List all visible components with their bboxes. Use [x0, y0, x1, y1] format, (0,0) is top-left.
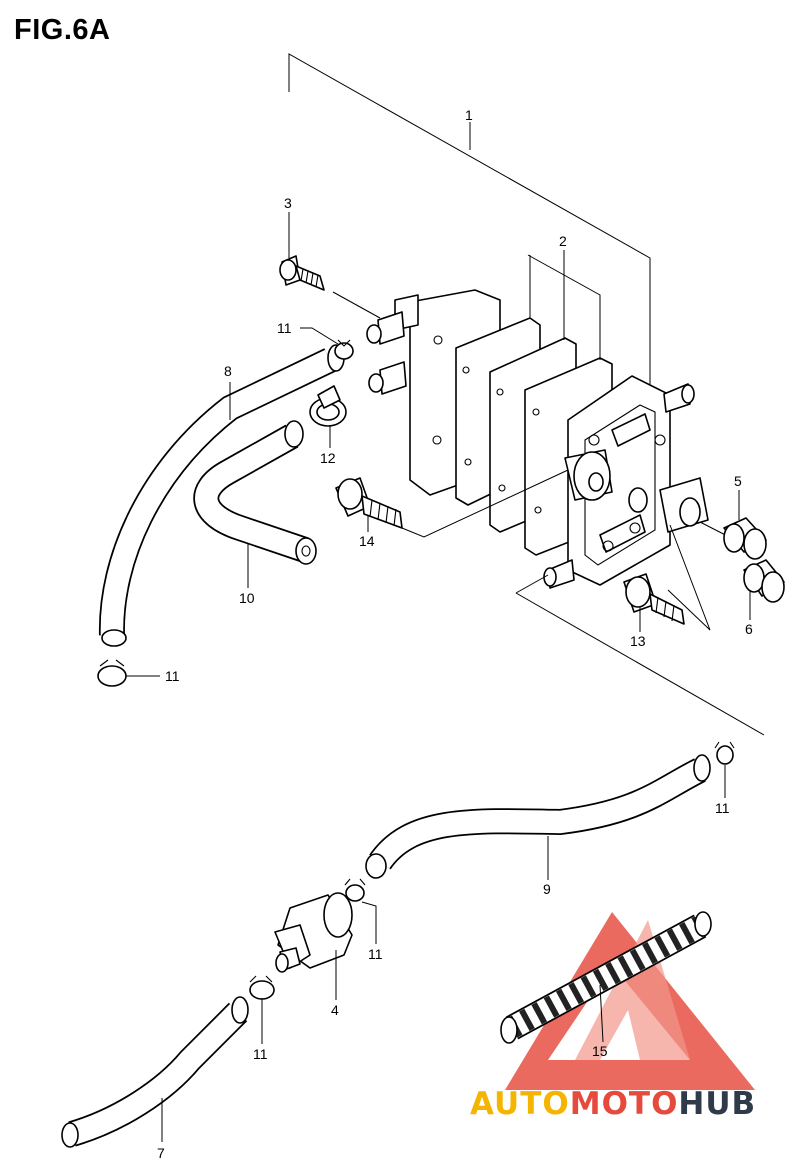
bolt-part-13: [623, 573, 685, 625]
clip-part-11-a: [334, 339, 354, 360]
label-part-6: 6: [745, 621, 753, 637]
group-bracket-part-1: [288, 53, 651, 395]
label-part-8: 8: [224, 363, 232, 379]
label-part-3: 3: [284, 195, 292, 211]
fuel-pump-assembly: [366, 289, 709, 589]
screw-part-3: [279, 255, 325, 291]
sleeve-part-5: [723, 517, 767, 560]
label-part-13: 13: [630, 633, 646, 649]
part-labels: 1 2 3 4 5 6 7 8 9 10 11 11 11 11 11 12 1…: [157, 107, 753, 1161]
figure-title: FIG.6A: [14, 14, 111, 46]
sleeve-part-6: [743, 559, 785, 603]
label-part-11-d: 11: [368, 946, 383, 962]
watermark-hub: HUB: [678, 1086, 757, 1122]
protector-part-15: [500, 911, 712, 1044]
label-part-11-b: 11: [165, 668, 180, 684]
leader-lines: [126, 212, 751, 1142]
clip-part-11-e: [249, 975, 275, 1000]
hose-part-8: [98, 344, 345, 647]
hose-part-10: [193, 420, 317, 565]
clip-part-11-d: [344, 878, 366, 902]
hose-part-7: [61, 996, 249, 1148]
clip-part-12: [309, 385, 347, 427]
label-part-1: 1: [465, 107, 473, 123]
label-part-2: 2: [559, 233, 567, 249]
label-part-14: 14: [359, 533, 375, 549]
watermark-triangle-logo: [505, 912, 755, 1090]
label-part-11-e: 11: [253, 1046, 268, 1062]
label-part-11-c: 11: [715, 800, 730, 816]
label-part-7: 7: [157, 1145, 165, 1161]
label-part-15: 15: [592, 1043, 608, 1059]
label-part-11-a: 11: [277, 320, 292, 336]
hose-part-9: [365, 754, 711, 879]
clip-part-11-b: [97, 659, 127, 687]
bolt-part-14: [335, 477, 403, 529]
label-part-4: 4: [331, 1002, 339, 1018]
watermark-auto: AUTO: [470, 1086, 570, 1122]
watermark-text: AUTOMOTOHUB: [470, 1086, 756, 1122]
assembly-guide-lines: [332, 254, 765, 736]
fuel-filter-part-4: [274, 892, 353, 973]
label-part-9: 9: [543, 881, 551, 897]
label-part-10: 10: [239, 590, 255, 606]
watermark-moto: MOTO: [569, 1086, 679, 1122]
label-part-5: 5: [734, 473, 742, 489]
clip-part-11-c: [714, 741, 735, 765]
label-part-12: 12: [320, 450, 336, 466]
